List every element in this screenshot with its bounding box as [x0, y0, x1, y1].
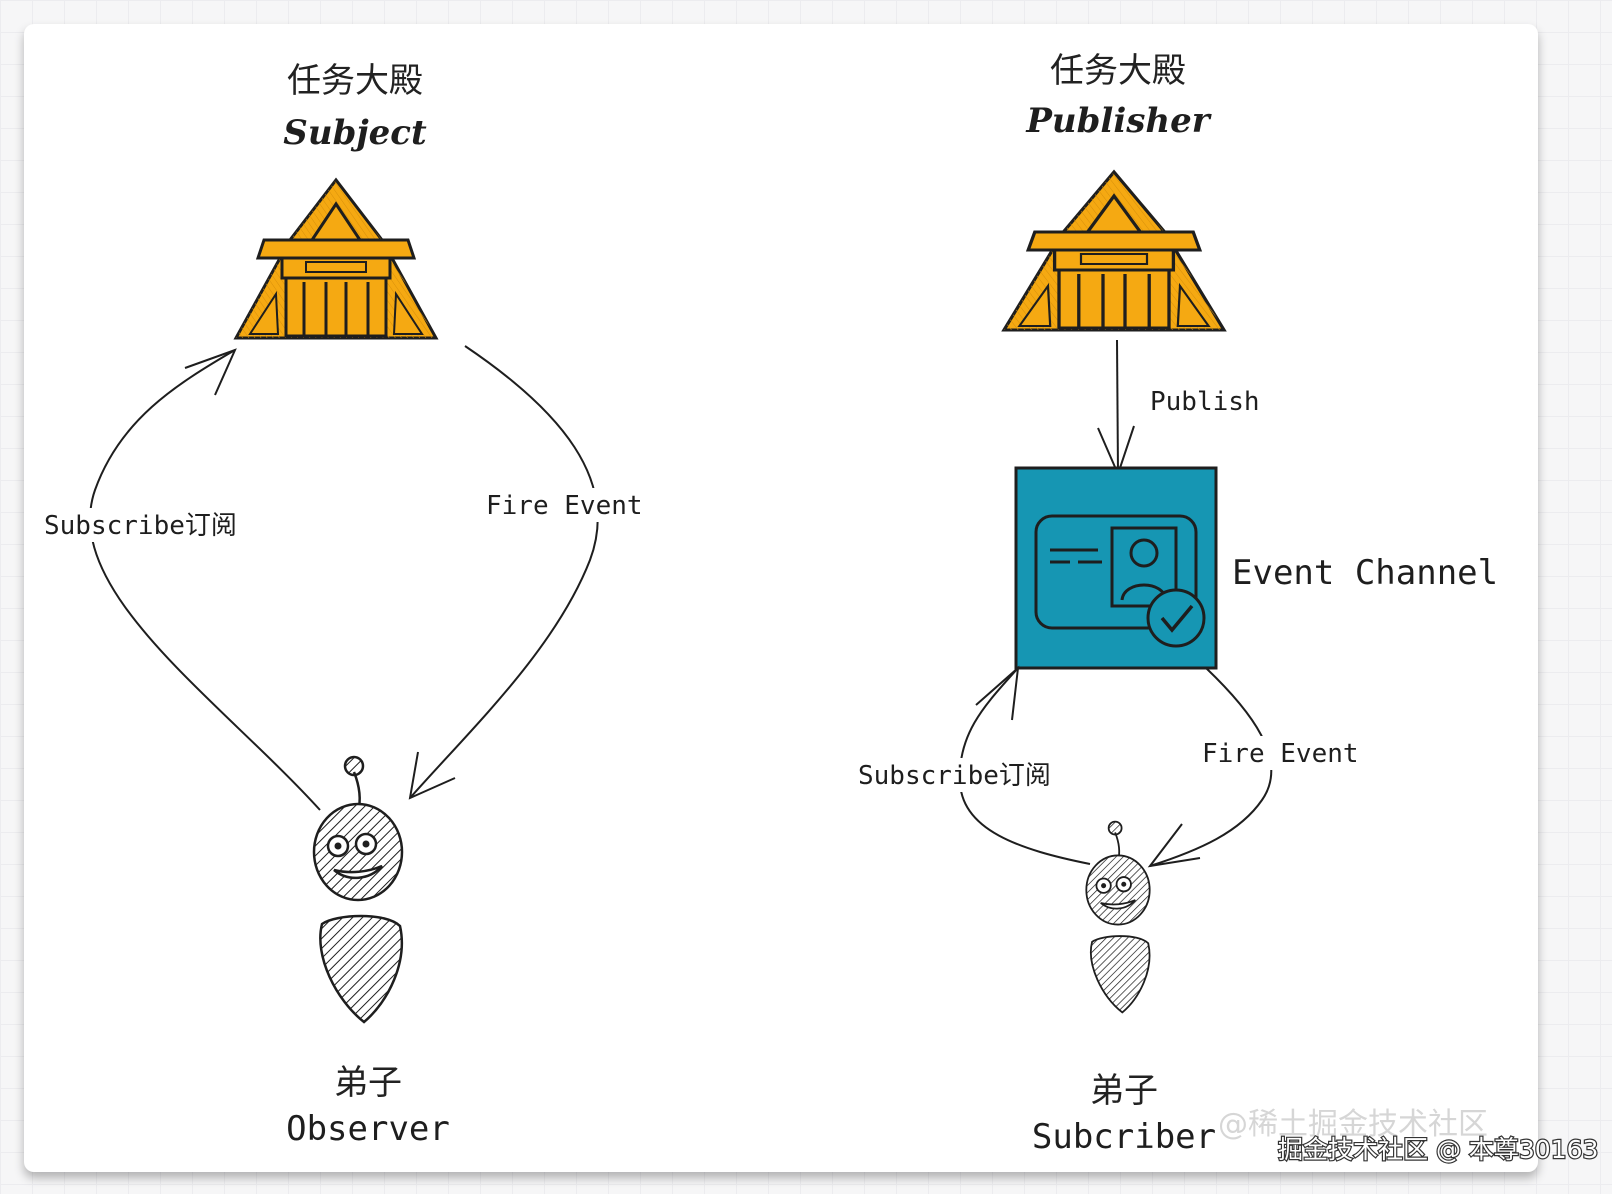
event-channel-box [1014, 466, 1218, 670]
subscribe-arrow-left [89, 349, 321, 811]
right-disciple-en: Subcriber [1032, 1117, 1216, 1157]
fire-event-arrow-left [409, 345, 599, 799]
temple-icon [1002, 170, 1226, 332]
watermark-light: @稀土掘金技术社区 [1218, 1107, 1488, 1142]
left-fire-event-label: Fire Event [486, 491, 643, 521]
subscriber-ant-icon [1085, 820, 1151, 1014]
fire-event-arrow-right [1149, 667, 1273, 867]
temple-icon [234, 178, 438, 340]
observer-ant-icon [312, 755, 404, 1024]
right-subscribe-label: Subscribe订阅 [858, 761, 1051, 791]
publish-arrow [1116, 339, 1119, 475]
left-subscribe-label: Subscribe订阅 [44, 511, 237, 541]
id-card-check-icon [1034, 514, 1206, 648]
right-title-en: Publisher [1025, 101, 1211, 141]
event-channel-label: Event Channel [1232, 553, 1498, 593]
diagram-canvas [24, 24, 1538, 1172]
right-disciple-zh: 弟子 [1090, 1071, 1158, 1111]
watermark-dark: 掘金技术社区 @ 本尊30163 [1278, 1135, 1598, 1164]
right-title-zh: 任务大殿 [1050, 51, 1186, 91]
left-title-zh: 任务大殿 [287, 61, 423, 101]
left-disciple-en: Observer [286, 1109, 450, 1149]
left-title-en: Subject [283, 113, 427, 153]
left-disciple-zh: 弟子 [334, 1063, 402, 1103]
publish-label: Publish [1150, 387, 1260, 417]
right-fire-event-label: Fire Event [1202, 739, 1359, 769]
